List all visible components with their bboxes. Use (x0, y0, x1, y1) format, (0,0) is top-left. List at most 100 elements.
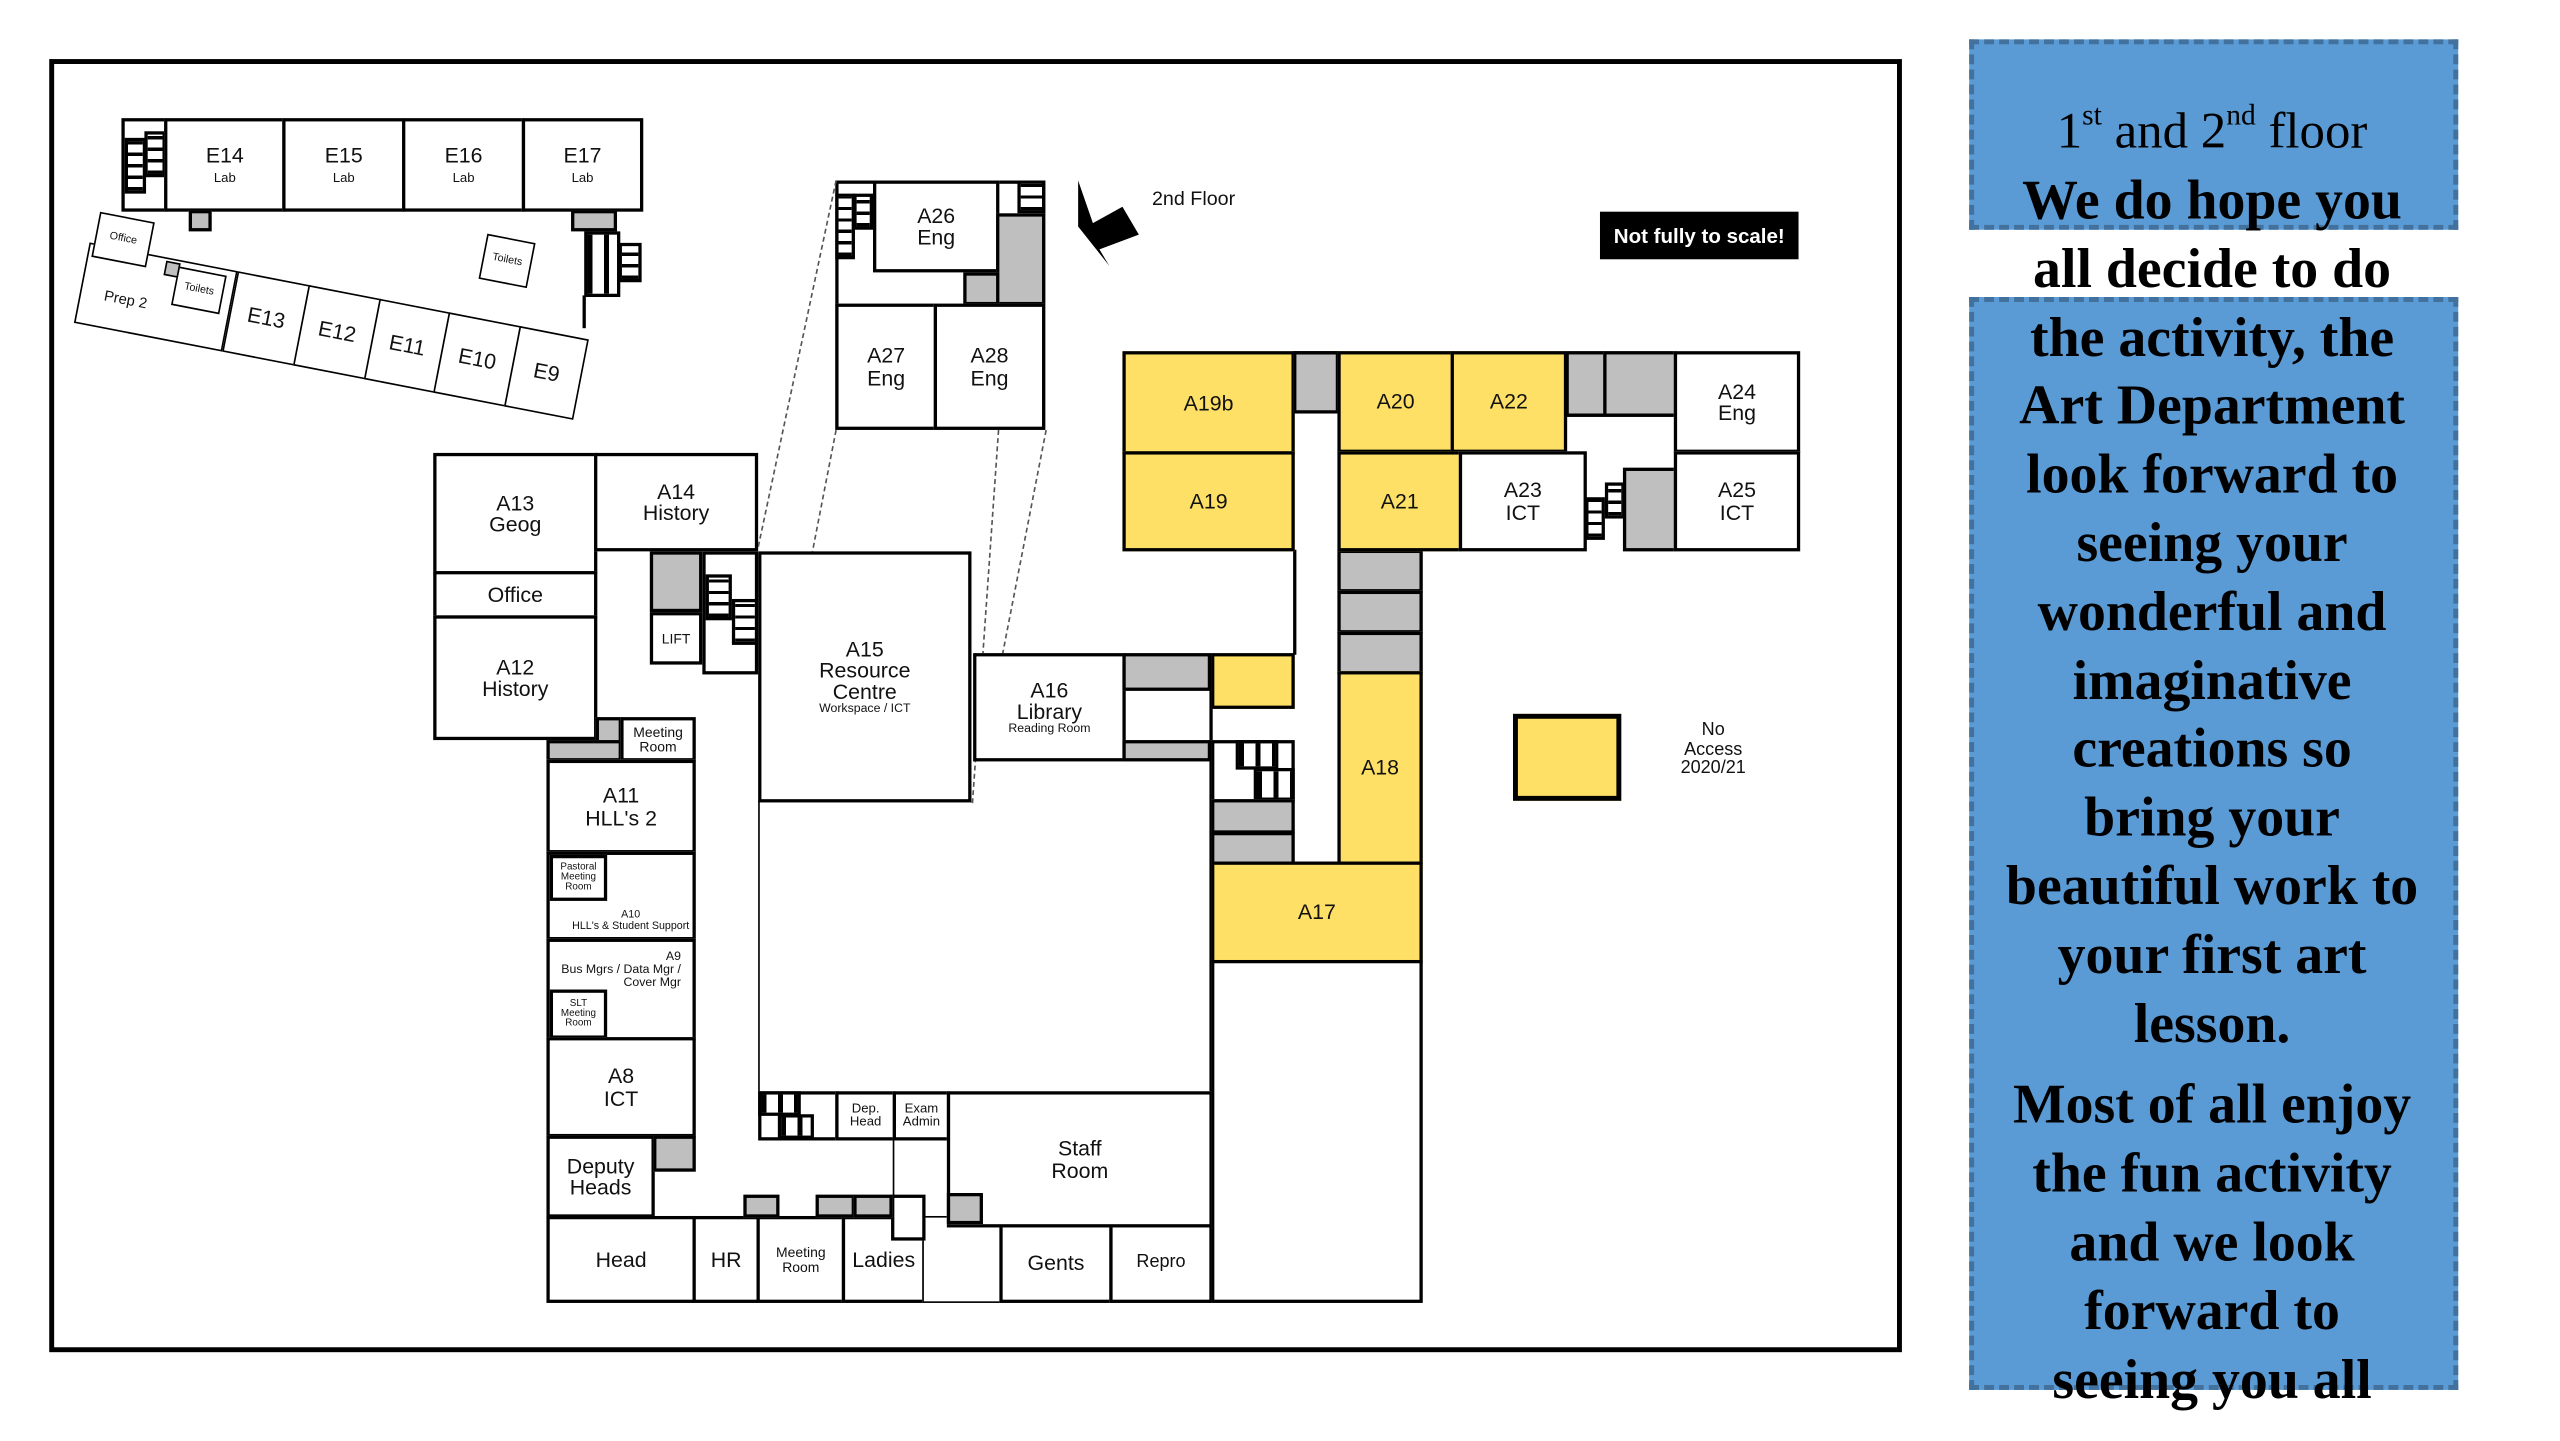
service-area (188, 210, 212, 232)
room-label: Meeting Room (633, 722, 683, 755)
room-label: A16 Library (1016, 677, 1083, 724)
room-label: A11 HLL's 2 (585, 783, 657, 830)
room-a19b: A19b (1122, 351, 1295, 455)
room-a17: A17 (1211, 861, 1423, 964)
service-area (1337, 549, 1423, 593)
scale-note-badge: Not fully to scale! (1599, 211, 1799, 260)
room-office: Office (433, 571, 598, 619)
room-sublabel: Lab (452, 169, 475, 185)
room-head: Head (546, 1215, 696, 1303)
service-area (1211, 831, 1295, 865)
service-area (743, 1194, 780, 1218)
room-a11: A11 HLL's 2 (546, 759, 696, 854)
room-label: A13 Geog (489, 490, 542, 537)
room-label: A12 History (482, 654, 549, 701)
title-part: floor (2255, 101, 2368, 160)
room-label: HR (710, 1246, 742, 1272)
room-hr: HR (692, 1215, 760, 1303)
room-label: E14 (205, 143, 244, 168)
wall (758, 800, 761, 1093)
room-label: A8 ICT (603, 1063, 639, 1111)
room-label: E12 (316, 316, 359, 348)
message-line: creations so (2072, 719, 2352, 781)
stairs-icon (144, 131, 166, 178)
service-area (546, 740, 622, 762)
message-line: Art Department (2019, 376, 2405, 438)
message-line: beautiful work to (2005, 856, 2419, 918)
stairs-icon (1253, 767, 1295, 801)
message-line: the activity, the (2029, 307, 2395, 369)
stairs-icon (758, 1091, 801, 1116)
service-area (1122, 740, 1212, 762)
room-label: Office (108, 229, 139, 247)
room-pastoral-meeting: Pastoral Meeting Room (549, 854, 608, 901)
room-a24: A24 Eng (1673, 351, 1801, 453)
service-area (1603, 351, 1678, 417)
room-label: A25 ICT (1717, 477, 1756, 525)
room-label: A19b (1183, 390, 1234, 415)
room-a12: A12 History (433, 615, 598, 741)
room-a22: A22 (1450, 351, 1568, 453)
service-area (963, 272, 1000, 306)
room-label: A10 HLL's & Student Support (572, 909, 690, 933)
room-a28: A28 Eng (933, 303, 1046, 430)
room-slt-meeting: SLT Meeting Room (549, 989, 608, 1039)
service-area (946, 1193, 983, 1225)
room-a23: A23 ICT (1458, 451, 1587, 552)
service-area (1337, 590, 1423, 634)
room-a25: A25 ICT (1673, 451, 1801, 552)
title-part: and 2 (2101, 101, 2227, 160)
message-line: Most of all enjoy (2012, 1075, 2412, 1137)
room-label: A28 Eng (970, 343, 1009, 390)
stairs-icon (124, 137, 147, 194)
cupboard (891, 1194, 926, 1241)
room-gents: Gents (999, 1224, 1113, 1303)
room-label: A19 (1189, 488, 1228, 514)
room-label: A17 (1297, 899, 1336, 925)
lift: LIFT (649, 612, 703, 665)
title-sup: nd (2226, 98, 2256, 132)
stairs-icon (584, 231, 621, 298)
room-label: A14 History (642, 478, 710, 526)
message-line: and we look (2069, 1212, 2355, 1274)
room-a27: A27 Eng (835, 303, 938, 430)
arrow-icon (1078, 180, 1139, 266)
room-label: A27 Eng (867, 343, 906, 390)
message-line: all decide to do (2033, 239, 2392, 300)
room-label: A26 Eng (917, 203, 956, 250)
room-a19: A19 (1122, 451, 1295, 552)
service-area (653, 1135, 696, 1172)
legend-label: No Access 2020/21 (1680, 720, 1746, 778)
panel-title: 1st and 2nd floor (1961, 95, 2463, 167)
room-meeting-room: Meeting Room (620, 717, 696, 762)
no-access-area (1211, 653, 1295, 709)
stairs-icon (777, 1114, 814, 1139)
room-label: A21 (1380, 488, 1419, 514)
room-label: Toilets (491, 250, 524, 268)
floor-plan-frame (49, 59, 1902, 1353)
message-line: lesson. (2133, 993, 2291, 1055)
room-label: A9 Bus Mgrs / Data Mgr / Cover Mgr (561, 948, 681, 990)
service-area (595, 717, 622, 744)
room-label: E17 (563, 143, 602, 168)
room-ladies: Ladies (841, 1215, 926, 1303)
corridor (922, 1215, 1003, 1303)
room-label: Head (595, 1246, 647, 1272)
title-sup: st (2082, 98, 2102, 132)
stairs-icon (853, 193, 874, 230)
room-label: A22 (1489, 389, 1528, 415)
room-label: Toilets (183, 280, 216, 298)
message-line: forward to (2084, 1281, 2340, 1342)
info-panel-main (1969, 297, 2459, 1390)
room-label: A20 (1376, 389, 1415, 415)
service-area (649, 551, 703, 613)
room-label: E11 (386, 330, 428, 362)
stairs-icon (1235, 740, 1279, 770)
stairs-icon (835, 193, 855, 260)
room-label: Exam Admin (902, 1100, 941, 1130)
room-label: Office (487, 582, 543, 607)
room-deputy-heads: Deputy Heads (546, 1135, 655, 1218)
